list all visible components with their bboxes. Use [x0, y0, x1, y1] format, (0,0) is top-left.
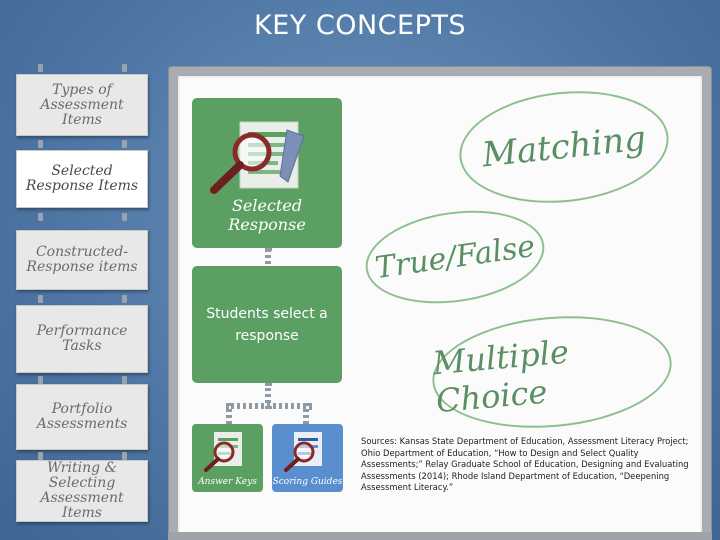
selected-response-box: Selected Response [192, 98, 342, 248]
sidebar-item-types[interactable]: Types of Assessment Items [16, 74, 148, 136]
hook [38, 452, 43, 460]
true-false-label: True/False [372, 228, 538, 286]
hook [122, 213, 127, 221]
sidebar-item-label: Selected Response Items [25, 163, 139, 194]
selected-response-label: Selected Response [228, 196, 306, 234]
hook [38, 376, 43, 384]
answer-keys-icon [204, 432, 242, 472]
sidebar-item-writing-selecting[interactable]: Writing & Selecting Assessment Items [16, 460, 148, 522]
sidebar-item-label: Portfolio Assessments [36, 401, 128, 432]
sidebar-item-portfolio[interactable]: Portfolio Assessments [16, 384, 148, 450]
scoring-guides-box: Scoring Guides [272, 424, 343, 492]
hook [122, 295, 127, 303]
scoring-guides-label: Scoring Guides [272, 477, 343, 487]
hook [122, 140, 127, 148]
matching-label: Matching [480, 118, 648, 176]
students-select-box: Students select a response [192, 266, 342, 383]
sources-note: Sources: Kansas State Department of Educ… [361, 436, 689, 493]
hook [38, 140, 43, 148]
hook [38, 213, 43, 221]
hook [38, 295, 43, 303]
page-title: KEY CONCEPTS [254, 10, 466, 41]
magnifier-document-icon [210, 121, 305, 194]
sidebar-item-selected-response[interactable]: Selected Response Items [16, 150, 148, 208]
whiteboard-tray [168, 532, 712, 540]
sidebar-item-label: Types of Assessment Items [40, 81, 124, 128]
students-select-text: Students select a response [206, 305, 328, 344]
sidebar-item-label: Performance Tasks [36, 323, 128, 354]
scoring-guides-icon [284, 432, 322, 472]
answer-keys-label: Answer Keys [198, 477, 257, 487]
sidebar-item-constructed-response[interactable]: Constructed-Response items [16, 230, 148, 290]
sidebar-item-performance-tasks[interactable]: Performance Tasks [16, 305, 148, 373]
connector-line [226, 403, 312, 409]
hook [38, 64, 43, 72]
hook [122, 64, 127, 72]
answer-keys-box: Answer Keys [192, 424, 263, 492]
sidebar-item-label: Constructed-Response items [26, 244, 138, 275]
hook [122, 376, 127, 384]
hook [122, 452, 127, 460]
sidebar-item-label: Writing & Selecting Assessment Items [40, 460, 124, 521]
